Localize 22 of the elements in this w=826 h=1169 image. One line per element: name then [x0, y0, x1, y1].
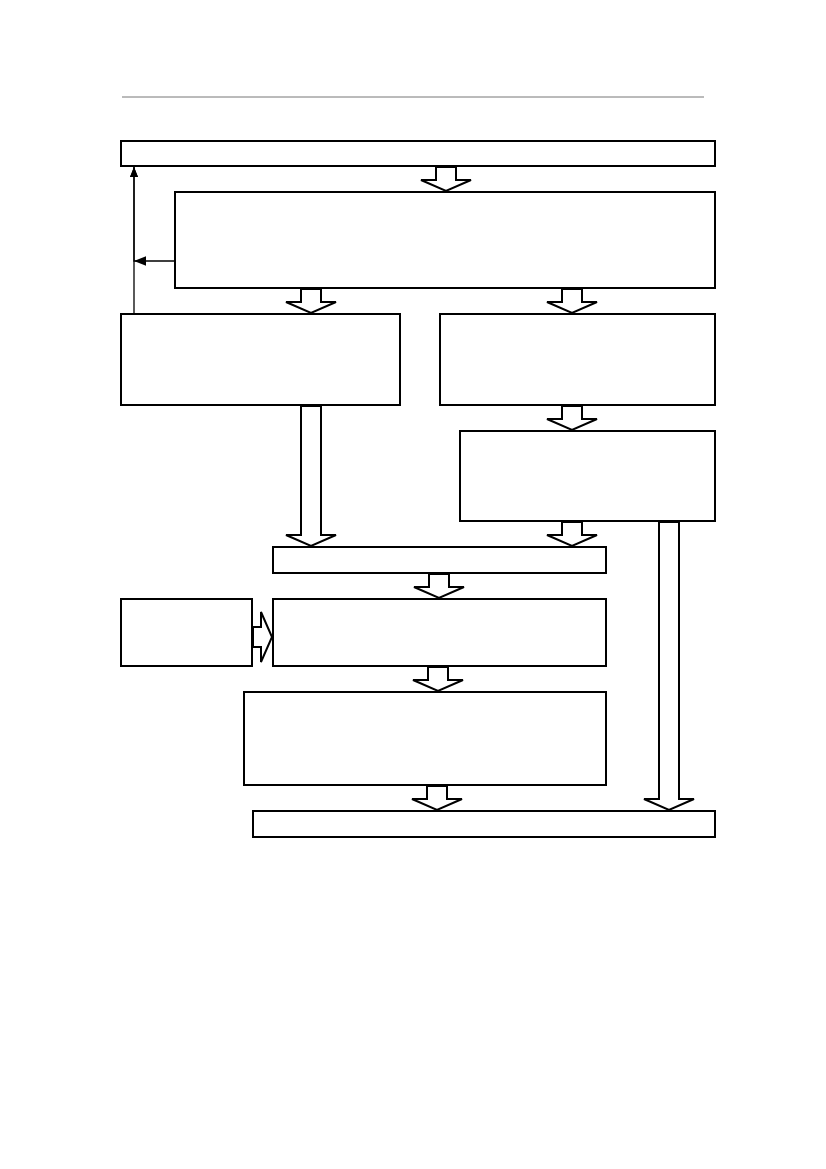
- empty-box: [272, 598, 607, 667]
- empty-box: [174, 191, 716, 289]
- empty-box: [120, 598, 253, 667]
- block-arrow: [285, 405, 337, 548]
- empty-box: [459, 430, 716, 522]
- empty-box: [120, 140, 716, 167]
- empty-box: [272, 546, 607, 574]
- block-arrow: [285, 288, 337, 315]
- block-arrow: [643, 521, 695, 812]
- block-arrow: [546, 521, 598, 548]
- arrow: [130, 166, 138, 314]
- block-arrow: [412, 666, 464, 693]
- block-arrow: [546, 288, 598, 315]
- block-arrow: [411, 785, 463, 812]
- block-arrow: [413, 573, 465, 600]
- block-arrow: [546, 405, 598, 432]
- empty-box: [252, 810, 716, 838]
- block-arrow: [252, 611, 274, 663]
- block-arrow: [420, 166, 472, 193]
- empty-box: [439, 313, 716, 406]
- empty-box: [120, 313, 401, 406]
- empty-box: [243, 691, 607, 786]
